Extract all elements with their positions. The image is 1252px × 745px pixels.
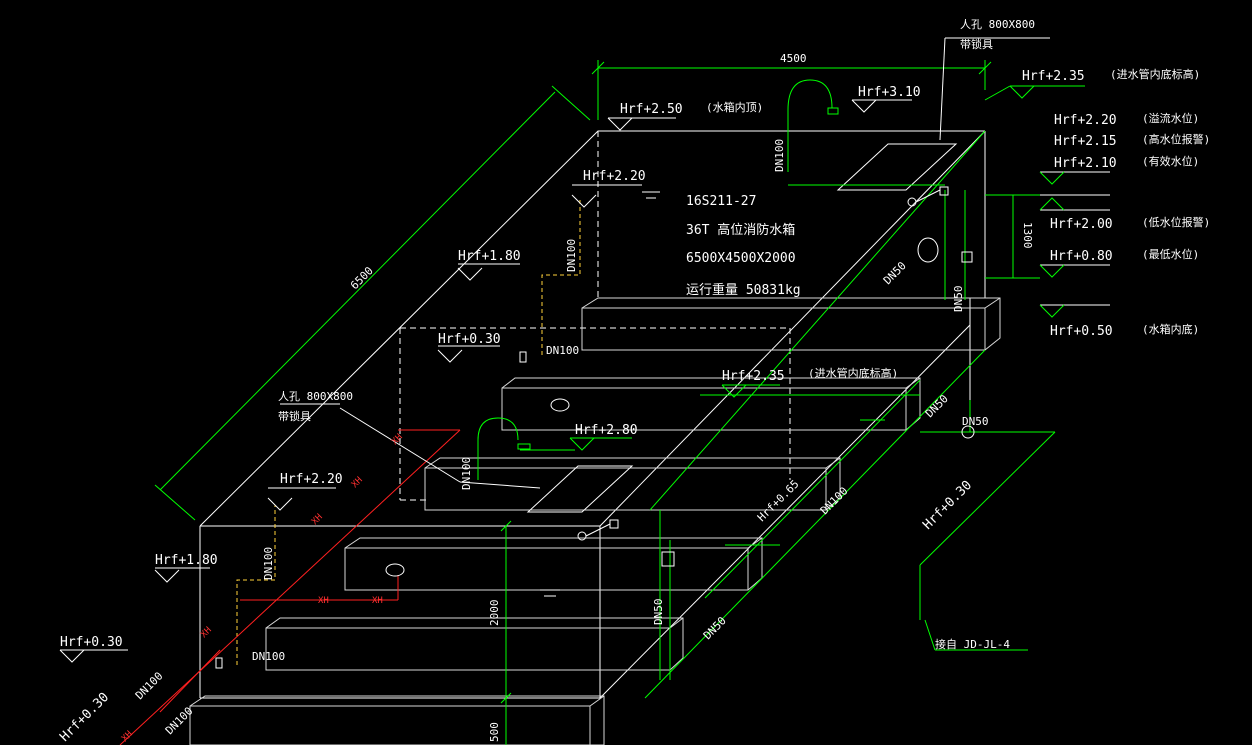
manhole-top-label: 人孔 800X800: [960, 18, 1035, 31]
dim-2000-label: 2000: [488, 600, 501, 627]
mark-hrf-235-mid: Hrf+2.35: [722, 369, 785, 384]
level-text-l4: Hrf+2.10: [1054, 156, 1117, 171]
level-text-l1: Hrf+2.35: [1022, 69, 1085, 84]
mark-hrf-310: Hrf+3.10: [858, 85, 921, 100]
mark-hrf-065: Hrf+0.65: [755, 477, 802, 524]
pipe-dn50-a: DN50: [881, 259, 909, 287]
dim-4500-label: 4500: [780, 52, 807, 65]
pipe-dn50-e: DN50: [652, 599, 665, 626]
pipe-dn100-e: DN100: [262, 547, 275, 580]
xh-label-b: XH: [372, 596, 383, 606]
mark-hrf-030-b: Hrf+0.30: [60, 635, 123, 650]
dim-6500: [154, 85, 591, 521]
lock-mid-label: 带锁具: [278, 409, 311, 423]
level-text-l5: Hrf+2.00: [1050, 217, 1113, 232]
pipe-dn50-c: DN50: [923, 392, 951, 420]
level-marks-inner: [59, 37, 1050, 663]
level-markers-right: [984, 85, 1110, 318]
foundation-beams: [189, 297, 1001, 745]
mark-hrf-250: Hrf+2.50: [620, 102, 683, 117]
pipe-dn100-h: DN100: [163, 705, 196, 738]
pipe-dn100-g: DN100: [133, 670, 166, 703]
level-note-l7: (水箱内底): [1142, 322, 1199, 336]
manhole-top: [836, 143, 958, 191]
dim-6500-label: 6500: [348, 264, 376, 292]
green-pipes: [477, 79, 1056, 699]
xh-label-a: XH: [318, 596, 329, 606]
dim-4500: [591, 60, 992, 120]
xh-label-c: XH: [350, 475, 365, 490]
connect-note: 接自 JD-JL-4: [935, 638, 1010, 651]
lock-top-label: 带锁具: [960, 37, 993, 51]
pipe-dn50-f: DN50: [701, 614, 729, 642]
level-note-l5: (低水位报警): [1142, 215, 1210, 229]
level-note-l1: (进水管内底标高): [1110, 67, 1200, 81]
mark-hrf-030-a: Hrf+0.30: [438, 332, 501, 347]
annotations: 人孔 800X800 带锁具 人孔 800X800 带锁具 4500 6500 …: [57, 18, 1210, 745]
level-text-l3: Hrf+2.15: [1054, 134, 1117, 149]
level-note-l6: (最低水位): [1142, 247, 1199, 261]
pipe-dn100-c: DN100: [546, 344, 579, 357]
level-text-l6: Hrf+0.80: [1050, 249, 1113, 264]
tank-outline: [199, 130, 986, 699]
pipe-dn100-f: DN100: [252, 650, 285, 663]
manhole-mid: [526, 465, 634, 513]
mark-hrf-180-b: Hrf+1.80: [155, 553, 218, 568]
xh-label-f: XH: [199, 625, 214, 640]
mark-hrf-030-c: Hrf+0.30: [57, 690, 112, 745]
dim-2000: [500, 520, 512, 745]
xh-label-d: XH: [390, 432, 405, 447]
level-note-l2: (溢流水位): [1142, 111, 1199, 125]
red-xh-pipes: [119, 429, 461, 745]
mark-hrf-250-note: (水箱内顶): [706, 100, 763, 114]
mark-hrf-220-b: Hrf+2.20: [280, 472, 343, 487]
dim-1300-label: 1300: [1021, 222, 1034, 249]
tank-weight: 运行重量 50831kg: [686, 282, 801, 298]
dim-1300: [985, 194, 1040, 279]
pipe-dn50-d: DN50: [962, 415, 989, 428]
level-text-l7: Hrf+0.50: [1050, 324, 1113, 339]
dim-500-label: 500: [488, 722, 501, 742]
mark-hrf-180-a: Hrf+1.80: [458, 249, 521, 264]
mark-hrf-030-d: Hrf+0.30: [920, 478, 975, 533]
pipe-dn100-b: DN100: [565, 239, 578, 272]
mark-hrf-235-mid-note: (进水管内底标高): [808, 366, 898, 380]
tank-size: 6500X4500X2000: [686, 251, 796, 266]
xh-label-g: XH: [120, 729, 135, 744]
level-text-l2: Hrf+2.20: [1054, 113, 1117, 128]
mark-hrf-280: Hrf+2.80: [575, 423, 638, 438]
pipe-dn100-d: DN100: [460, 457, 473, 490]
level-note-l3: (高水位报警): [1142, 132, 1210, 146]
equipment-icons: [215, 186, 973, 669]
level-note-l4: (有效水位): [1142, 154, 1199, 168]
tank-name: 36T 高位消防水箱: [686, 222, 795, 238]
tank-code: 16S211-27: [686, 194, 756, 209]
manhole-mid-label: 人孔 800X800: [278, 390, 353, 403]
pipe-dn100-a: DN100: [773, 139, 786, 172]
mark-hrf-220-a: Hrf+2.20: [583, 169, 646, 184]
pipe-dn50-b: DN50: [952, 286, 965, 313]
xh-label-e: XH: [310, 512, 325, 527]
pipe-dn100-i: DN100: [818, 485, 851, 518]
yellow-dashed-pipes: [236, 200, 581, 665]
